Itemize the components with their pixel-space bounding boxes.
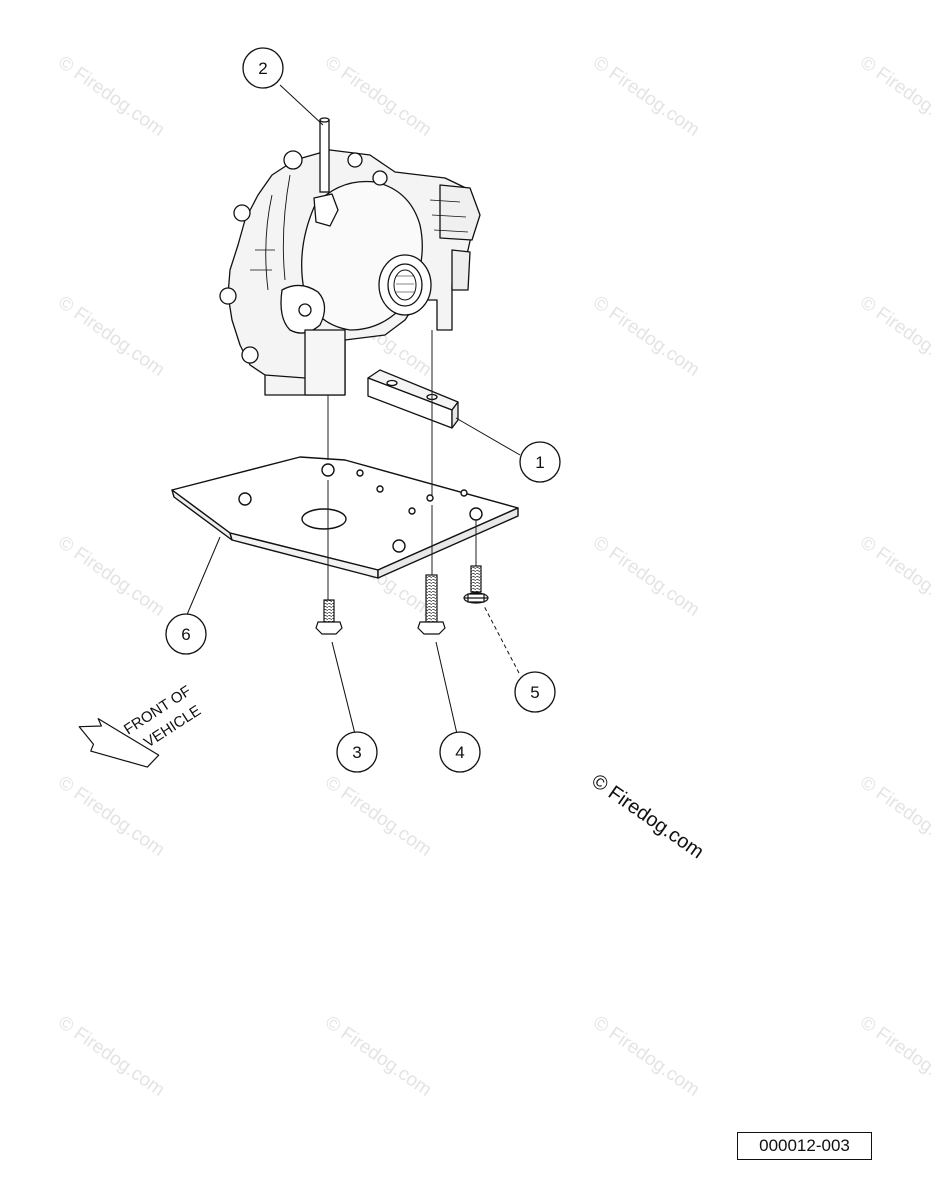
callout-3: 3 — [336, 731, 378, 773]
callout-number: 1 — [535, 453, 544, 472]
callout-4: 4 — [439, 731, 481, 773]
explosion-lines — [327, 330, 477, 600]
callout-number: 5 — [530, 683, 539, 702]
callout-2: 2 — [242, 47, 284, 89]
figure-id-box: 000012-003 — [737, 1132, 872, 1160]
screw-with-washer — [463, 565, 489, 604]
mounting-plate — [171, 456, 519, 579]
callout-number: 3 — [352, 743, 361, 762]
front-of-vehicle-arrow: FRONT OF VEHICLE — [78, 682, 204, 768]
callout-5: 5 — [514, 671, 556, 713]
callout-6: 6 — [165, 613, 207, 655]
callout-number: 6 — [181, 625, 190, 644]
gearcase-housing — [219, 149, 481, 396]
flange-bolt-long — [417, 574, 446, 635]
vent-tube — [319, 117, 330, 193]
callout-number: 4 — [455, 743, 464, 762]
spacer-block — [367, 369, 459, 429]
leader-lines — [185, 84, 521, 735]
callout-1: 1 — [519, 441, 561, 483]
callout-number: 2 — [258, 59, 267, 78]
flange-bolt-short — [315, 599, 343, 635]
